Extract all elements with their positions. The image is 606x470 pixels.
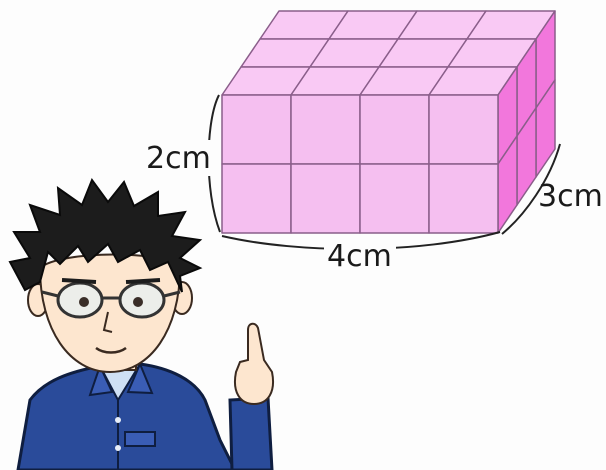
front-face-cube bbox=[359, 163, 430, 234]
face bbox=[38, 253, 182, 374]
right-eye bbox=[133, 297, 143, 307]
smile bbox=[95, 346, 127, 354]
unit-cube-grid bbox=[221, 10, 556, 234]
pointing-hand bbox=[228, 322, 274, 470]
height-label: 2cm bbox=[146, 141, 211, 176]
front-face-cube bbox=[290, 163, 361, 234]
front-face-cube bbox=[428, 94, 499, 165]
shirt-pocket bbox=[124, 431, 156, 447]
front-face-cube bbox=[221, 163, 292, 234]
front-face-cube bbox=[428, 163, 499, 234]
front-face-cube bbox=[221, 94, 292, 165]
width-label: 3cm bbox=[538, 179, 603, 214]
front-face-cube bbox=[359, 94, 430, 165]
hair bbox=[8, 177, 203, 293]
front-face-cube bbox=[290, 94, 361, 165]
length-label: 4cm bbox=[327, 239, 392, 274]
left-eye bbox=[79, 297, 89, 307]
teacher-boy-illustration bbox=[8, 177, 274, 470]
width-bracket bbox=[501, 143, 561, 235]
